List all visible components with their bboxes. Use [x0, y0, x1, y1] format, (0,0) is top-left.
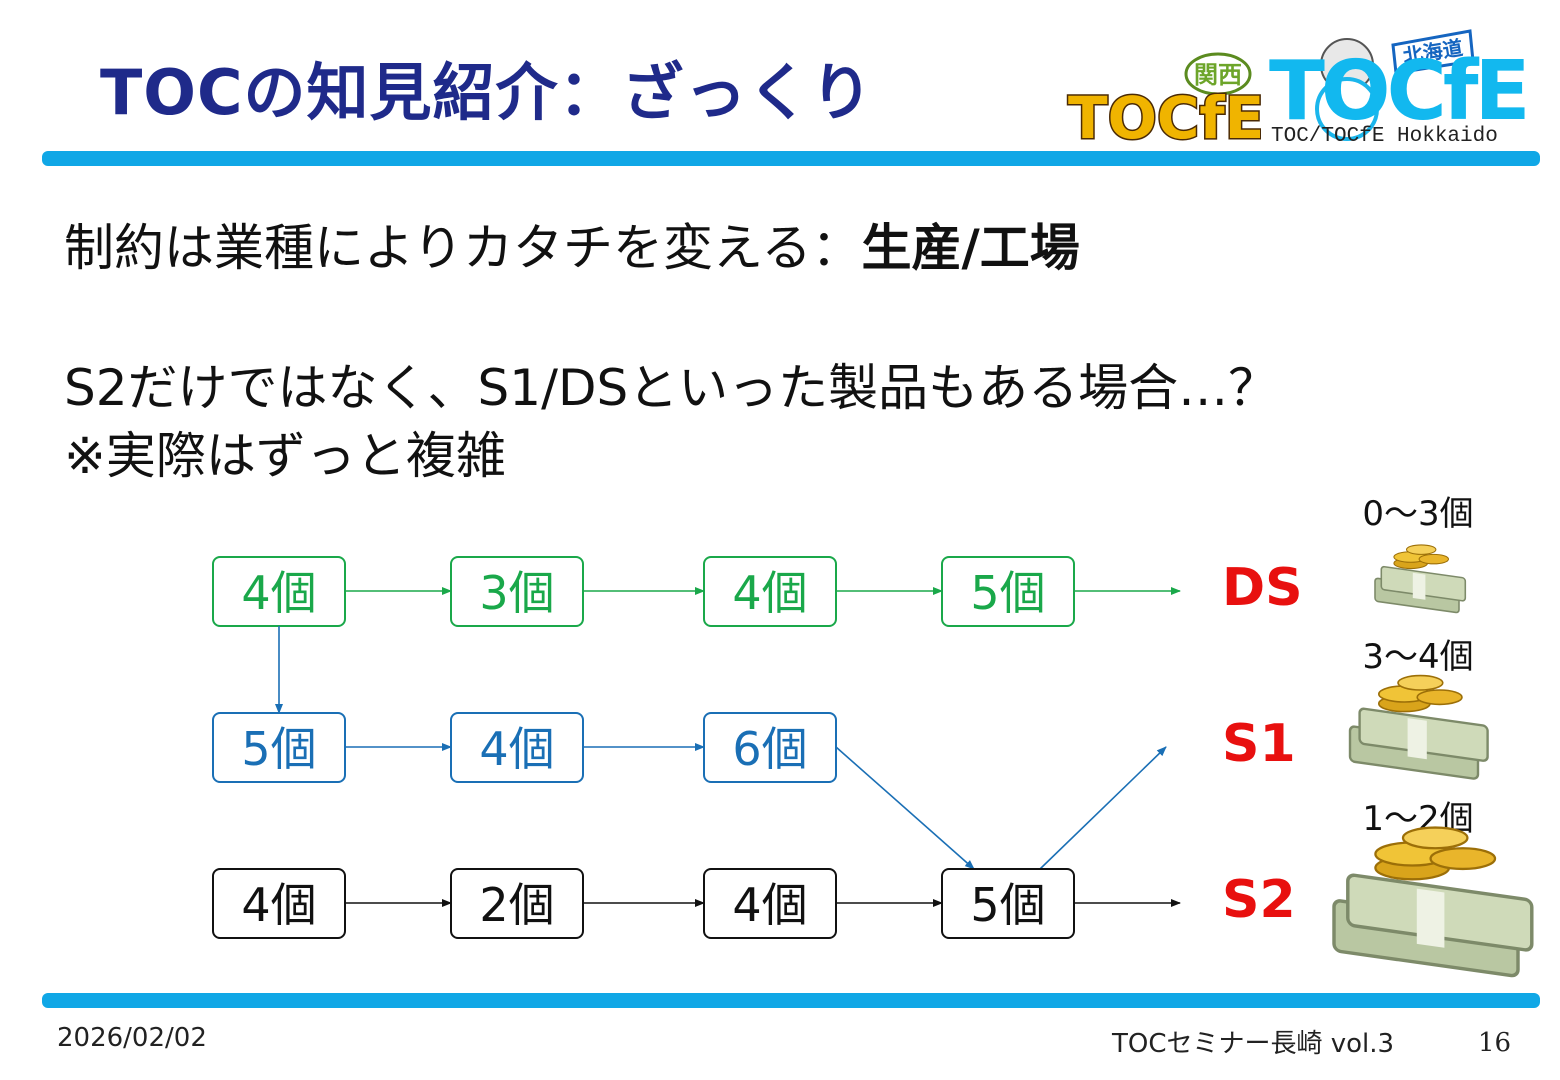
s2-process-1: 4個	[241, 878, 316, 932]
ds-process-3: 4個	[732, 566, 807, 620]
footer-rule	[42, 993, 1540, 1008]
s1-to-s2-merge-arrow	[836, 747, 974, 869]
s2-to-s1-output-arrow	[1040, 747, 1166, 869]
ds-process-4: 5個	[970, 566, 1045, 620]
page-number: 16	[1478, 1028, 1511, 1058]
s1-process-2: 4個	[479, 722, 554, 776]
ds-demand-range: 0〜3個	[1362, 494, 1473, 534]
s1-row: 5個 4個 6個	[213, 713, 1166, 869]
product-ds-label: DS	[1222, 558, 1303, 618]
ds-process-2: 3個	[479, 566, 554, 620]
s2-row: 4個 2個 4個 5個	[213, 869, 1180, 938]
ds-process-1: 4個	[241, 566, 316, 620]
footer-date: 2026/02/02	[57, 1023, 207, 1053]
product-s1-label: S1	[1222, 714, 1296, 774]
s1-process-1: 5個	[241, 722, 316, 776]
s1-demand-range: 3〜4個	[1362, 637, 1473, 677]
s1-process-3: 6個	[732, 722, 807, 776]
ds-row: 4個 3個 4個 5個	[213, 557, 1180, 626]
money-stack-icon	[1334, 828, 1532, 977]
footer-event-name: TOCセミナー長崎 vol.3	[1112, 1023, 1394, 1060]
s2-process-2: 2個	[479, 878, 554, 932]
money-stack-icon	[1350, 676, 1488, 780]
money-stack-icon	[1375, 545, 1465, 613]
product-s2-label: S2	[1222, 870, 1296, 930]
s2-process-4: 5個	[970, 878, 1045, 932]
s2-process-3: 4個	[732, 878, 807, 932]
